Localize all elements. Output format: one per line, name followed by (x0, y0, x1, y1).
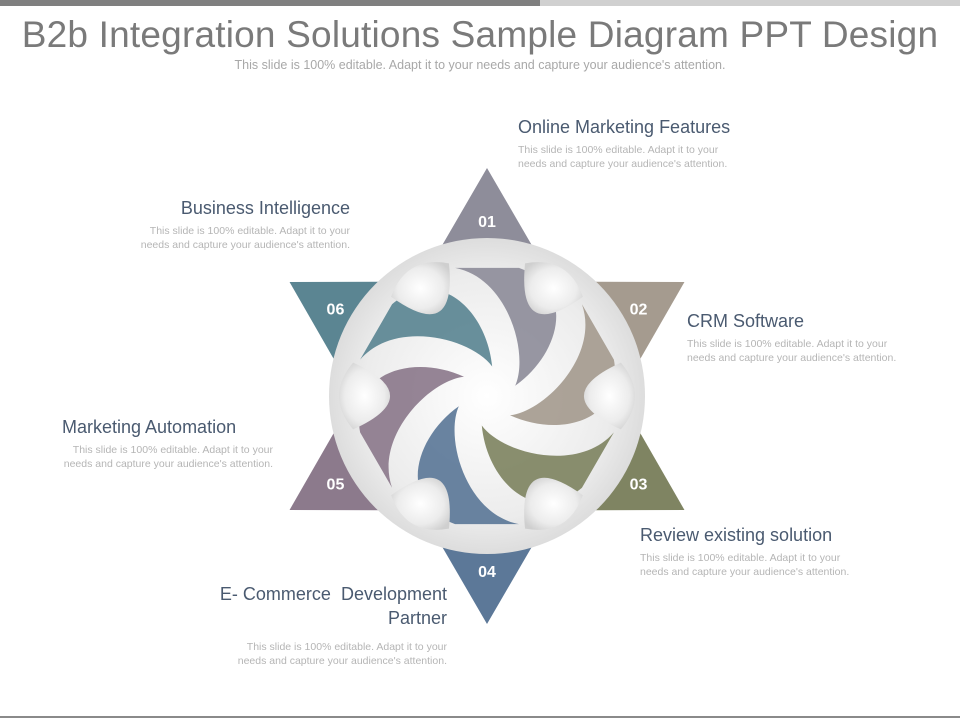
step-01-text: Online Marketing Features This slide is … (518, 115, 778, 171)
step-03-description: This slide is 100% editable. Adapt it to… (640, 552, 850, 578)
petal-05 (339, 362, 391, 430)
bottom-rule (0, 716, 960, 718)
step-04-text: E- Commerce Development Partner This sli… (175, 582, 447, 668)
step-05-description: This slide is 100% editable. Adapt it to… (63, 444, 273, 470)
petal-02 (583, 362, 635, 430)
petal-06 (391, 262, 450, 315)
step-05-title: Marketing Automation (62, 417, 237, 437)
swirl-band-03 (481, 425, 614, 503)
step-03-title: Review existing solution (640, 525, 833, 545)
step-05-text: Marketing Automation This slide is 100% … (50, 415, 275, 471)
step-number-02: 02 (630, 302, 648, 319)
step-02-title: CRM Software (687, 311, 805, 331)
slide-subtitle: This slide is 100% editable. Adapt it to… (234, 58, 726, 72)
step-numbers: 01 02 03 04 05 06 (327, 214, 648, 581)
step-number-01: 01 (478, 214, 496, 231)
step-number-03: 03 (630, 477, 648, 494)
step-03-text: Review existing solution This slide is 1… (640, 523, 870, 579)
step-02-text: CRM Software This slide is 100% editable… (687, 309, 912, 365)
step-number-06: 06 (327, 302, 345, 319)
petal-04 (391, 477, 450, 530)
step-06-text: Business Intelligence This slide is 100%… (125, 196, 350, 252)
petals (329, 238, 645, 554)
step-number-04: 04 (478, 564, 496, 581)
step-04-description: This slide is 100% editable. Adapt it to… (237, 641, 447, 667)
slide-title: B2b Integration Solutions Sample Diagram… (21, 14, 939, 55)
swirl-band-06 (360, 289, 493, 367)
step-01-title: Online Marketing Features (518, 117, 731, 137)
step-02-description: This slide is 100% editable. Adapt it to… (687, 338, 897, 364)
step-04-title: E- Commerce Development Partner (219, 584, 453, 628)
step-06-description: This slide is 100% editable. Adapt it to… (140, 225, 350, 251)
step-number-05: 05 (327, 477, 345, 494)
petal-01 (524, 262, 583, 315)
top-bar-light (540, 0, 960, 6)
top-bar-dark (0, 0, 540, 6)
petal-03 (524, 477, 583, 530)
step-06-title: Business Intelligence (180, 198, 350, 218)
step-01-description: This slide is 100% editable. Adapt it to… (518, 144, 728, 170)
